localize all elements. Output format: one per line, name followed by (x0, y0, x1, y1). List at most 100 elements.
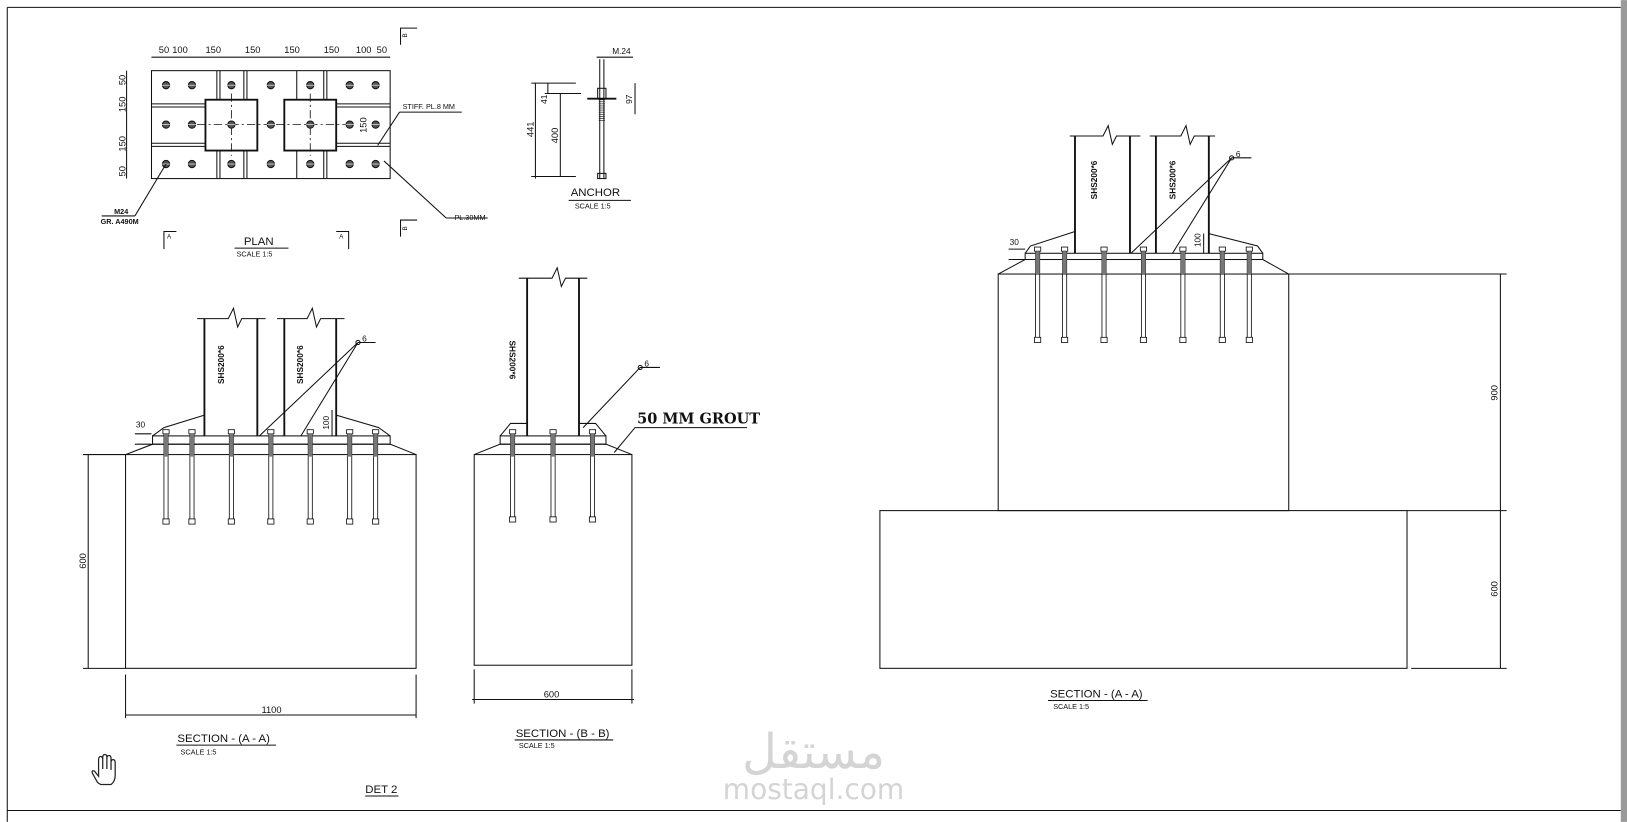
bolt-hole (187, 120, 197, 129)
anchor-bolt (306, 429, 314, 525)
anchor-bolt-group (509, 429, 597, 523)
bolt-hole (227, 120, 236, 129)
bolt-hole (187, 159, 197, 169)
plan-left-dimensions: 50 150 150 50 (118, 75, 128, 177)
bolt-hole (161, 81, 171, 90)
dim-text: 150 (324, 45, 340, 55)
stiffeners-plan (151, 70, 391, 179)
dim-text: 600 (1489, 581, 1499, 597)
dim-text: 50 (159, 45, 169, 55)
column-label: SHS200*6 (216, 345, 226, 384)
bolt-hole (306, 159, 315, 169)
anchor-thread-dim: 97 (624, 94, 634, 104)
dim-text: 150 (284, 45, 300, 55)
column-label: SHS200*6 (507, 340, 517, 379)
section-aa-left: SHS200*6 SHS200*6 6 100 30 600 1100 SECT… (78, 306, 417, 756)
bolt-hole (345, 120, 354, 129)
section-scale: SCALE 1:5 (519, 741, 555, 750)
bolt-hole (227, 81, 236, 90)
bolt-hole (306, 120, 315, 129)
column-left: SHS200*6 (197, 306, 266, 436)
plan-bolt-group (161, 81, 380, 169)
dim-text: 900 (1489, 385, 1499, 401)
cut-marker-b: B (402, 33, 409, 37)
dim-text: 100 (321, 415, 331, 429)
dim-text: 150 (205, 45, 221, 55)
section-scale: SCALE 1:5 (181, 747, 217, 756)
bolt-hole (371, 81, 380, 90)
dim-text: 30 (1010, 237, 1020, 247)
weld-symbol: 6 (362, 333, 367, 343)
dim-text: 600 (544, 689, 560, 699)
plate-label: PL.30MM (454, 213, 485, 222)
anchor-bolt (1139, 246, 1147, 343)
cut-marker-a: A (167, 234, 172, 241)
anchor-bolt (509, 429, 517, 523)
dim-text: 100 (1193, 233, 1203, 247)
bolt-hole (345, 159, 354, 169)
plan-scale: SCALE 1:5 (237, 249, 273, 258)
watermark-latin: mostaql.com (723, 773, 904, 806)
stiffener-label: STIFF. PL.8 MM (403, 102, 455, 111)
bolt-hole (266, 159, 275, 169)
watermark: مستقل mostaql.com (723, 725, 904, 806)
watermark-arabic: مستقل (742, 725, 885, 780)
section-bb: SHS200*6 6 50 MM GROUT 600 SECTION - (B … (472, 266, 760, 750)
anchor-bolt (1245, 246, 1253, 343)
bolt-hole (306, 81, 315, 90)
section-cut-markers: A A B B (163, 27, 418, 250)
section-title: SECTION - (A - A) (177, 733, 270, 745)
bolt-hole (371, 159, 380, 169)
anchor-title: ANCHOR (571, 187, 620, 199)
weld-symbol: 6 (1236, 149, 1241, 159)
plan-top-dimensions: 50 100 150 150 150 150 100 50 (159, 45, 387, 55)
dim-text: 50 (118, 166, 128, 176)
dim-text: 30 (136, 420, 146, 430)
dim-text: 150 (358, 117, 368, 133)
dim-text: 150 (118, 136, 128, 152)
bolt-grade-label: GR. A490M (101, 217, 139, 226)
anchor-bolt (346, 429, 354, 525)
column-label: SHS200*6 (295, 345, 305, 384)
anchor-top-dim: 41 (539, 94, 549, 104)
anchor-bolt-group (162, 429, 380, 525)
anchor-bolt (227, 429, 235, 525)
anchor-bolt (588, 429, 597, 523)
anchor-detail: M.24 441 41 400 97 ANCHOR SCALE 1:5 (525, 46, 636, 211)
anchor-bolt (162, 429, 170, 525)
anchor-bolt (1034, 246, 1042, 343)
section-title: SECTION - (A - A) (1050, 688, 1143, 700)
cut-marker-a: A (339, 234, 344, 241)
grout-note: 50 MM GROUT (637, 410, 760, 427)
pan-hand-icon[interactable] (91, 753, 116, 786)
bolt-hole (227, 159, 236, 169)
bolt-hole (161, 159, 171, 169)
base-plate (150, 70, 391, 180)
anchor-bolt-group (1034, 246, 1253, 343)
section-scale: SCALE 1:5 (1053, 702, 1089, 711)
dim-text: 1100 (261, 705, 281, 715)
dim-text: 600 (78, 553, 88, 569)
anchor-bolt (188, 429, 196, 525)
cut-marker-b: B (402, 226, 409, 230)
dim-text: 100 (356, 45, 372, 55)
bolt-hole (266, 120, 275, 129)
anchor-total-dim: 441 (525, 121, 535, 137)
dim-text: 150 (245, 45, 261, 55)
bolt-label: M24 (114, 207, 128, 216)
anchor-bolt (1061, 246, 1069, 343)
concrete-footing (879, 510, 1408, 669)
detail-label: DET 2 (365, 784, 397, 796)
column-label: SHS200*6 (1168, 160, 1178, 199)
bolt-hole (161, 120, 171, 129)
anchor-embed-dim: 400 (550, 128, 560, 144)
bolt-hole (187, 81, 197, 90)
anchor-bolt (372, 429, 380, 525)
section-aa-right: SHS200*6 SHS200*6 6 30 100 30 900 600 SE… (879, 124, 1507, 711)
anchor-bolt (267, 429, 275, 525)
anchor-thread (598, 99, 605, 121)
scrollbar-strip[interactable] (1620, 0, 1627, 822)
section-title: SECTION - (B - B) (516, 728, 610, 740)
